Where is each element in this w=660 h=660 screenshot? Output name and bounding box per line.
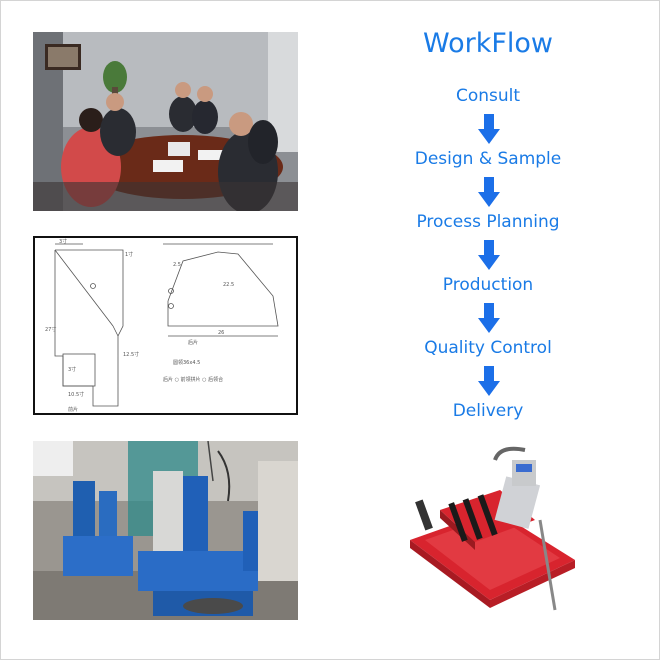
svg-text:12.5寸: 12.5寸 xyxy=(123,351,139,358)
step-quality-control: Quality Control xyxy=(424,338,552,358)
svg-text:圆领36x4.5: 圆领36x4.5 xyxy=(173,359,200,366)
step-consult: Consult xyxy=(455,86,521,106)
factory-photo xyxy=(33,441,298,620)
step-delivery: Delivery xyxy=(452,401,524,421)
svg-text:后片 ○ 前领拼片 ○ 后领合: 后片 ○ 前领拼片 ○ 后领合 xyxy=(163,376,223,383)
svg-text:3寸: 3寸 xyxy=(68,366,76,373)
svg-text:3寸: 3寸 xyxy=(59,238,67,245)
pattern-sketch: 3寸 1寸 27寸 12.5寸 3寸 10.5寸 前片 22.5 2.5 26 … xyxy=(33,236,298,415)
svg-text:26: 26 xyxy=(218,330,224,336)
svg-text:10.5寸: 10.5寸 xyxy=(68,391,84,398)
svg-text:2.5: 2.5 xyxy=(173,262,181,268)
svg-text:22.5: 22.5 xyxy=(223,282,234,288)
svg-text:后片: 后片 xyxy=(188,339,198,346)
arrow-down-icon xyxy=(478,303,500,333)
step-process-planning: Process Planning xyxy=(416,212,560,232)
meeting-photo xyxy=(33,32,298,211)
step-design-sample: Design & Sample xyxy=(414,149,562,169)
arrow-down-icon xyxy=(478,177,500,207)
arrow-down-icon xyxy=(478,366,500,396)
svg-text:1寸: 1寸 xyxy=(125,251,133,258)
step-production: Production xyxy=(442,275,534,295)
arrow-down-icon xyxy=(478,114,500,144)
svg-text:27寸: 27寸 xyxy=(45,326,56,333)
svg-text:前片: 前片 xyxy=(68,406,78,413)
heat-press-photo xyxy=(400,440,580,620)
workflow-title: WorkFlow xyxy=(422,28,553,59)
arrow-down-icon xyxy=(478,240,500,270)
